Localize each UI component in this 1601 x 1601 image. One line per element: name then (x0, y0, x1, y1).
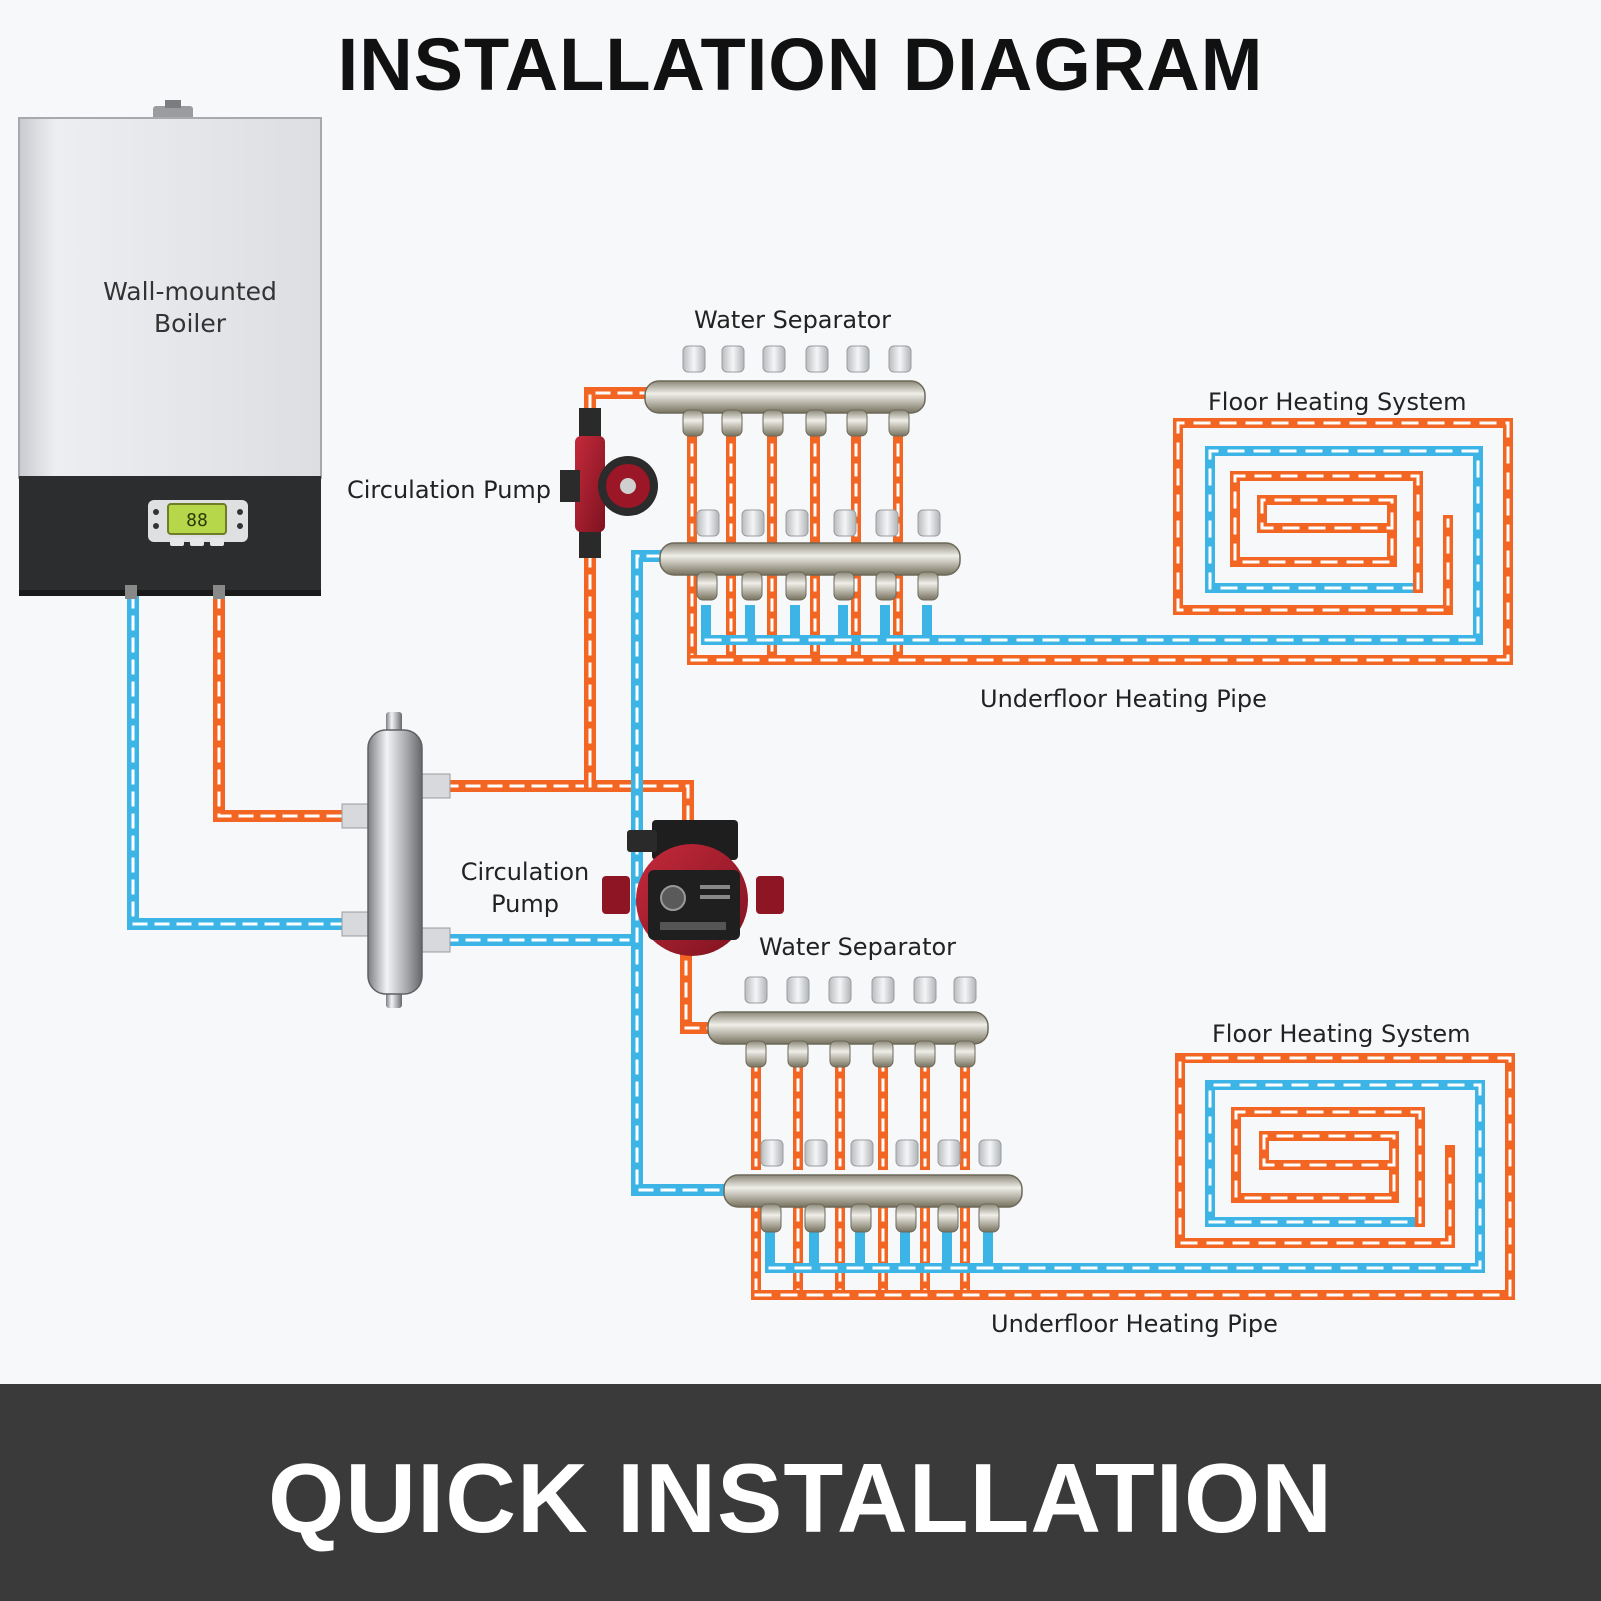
upper-floor-heating-label: Floor Heating System (1208, 388, 1467, 416)
boiler-label: Wall-mounted Boiler (70, 276, 310, 340)
lower-supply-manifold (707, 976, 989, 1068)
lower-floor-heating-label: Floor Heating System (1212, 1020, 1471, 1048)
lower-separator-label: Water Separator (759, 933, 957, 961)
lower-pump-outlet-pipe (680, 934, 716, 1034)
upper-circulation-pump (560, 408, 658, 558)
page-title: INSTALLATION DIAGRAM (337, 23, 1264, 106)
footer-title: QUICK INSTALLATION (267, 1443, 1334, 1553)
wall-mounted-boiler: 88 (18, 100, 322, 599)
separator-hot-out-pipe (439, 387, 694, 844)
boiler-cold-pipe (127, 589, 348, 930)
separator-cold-return-pipe (439, 550, 734, 1196)
svg-text:88: 88 (186, 510, 208, 531)
lower-pump-label-line2: Pump (491, 890, 559, 918)
boiler-hot-pipe (213, 589, 348, 822)
lower-pipe-label: Underfloor Heating Pipe (991, 1310, 1278, 1338)
upper-separator-label: Water Separator (694, 306, 892, 334)
footer-banner: QUICK INSTALLATION (0, 1384, 1601, 1601)
lower-manifold-loop-pipes (751, 1055, 993, 1300)
upper-manifold-loop-pipes (687, 420, 932, 665)
boiler-label-line1: Wall-mounted (103, 277, 277, 306)
lower-return-manifold (723, 1139, 1023, 1233)
lower-pump-label: Circulation Pump (445, 856, 605, 920)
lower-floor-heating-coil (751, 1053, 1515, 1300)
boiler-label-line2: Boiler (154, 309, 226, 338)
upper-pipe-label: Underfloor Heating Pipe (980, 685, 1267, 713)
hydraulic-separator (341, 712, 451, 1008)
upper-return-manifold (659, 509, 961, 601)
upper-supply-manifold (644, 345, 926, 437)
upper-floor-heating-coil (687, 418, 1513, 665)
boiler-control-panel: 88 (148, 500, 248, 546)
lower-circulation-pump (602, 820, 784, 956)
lower-pump-label-line1: Circulation (460, 858, 590, 886)
upper-pump-label: Circulation Pump (347, 476, 552, 504)
